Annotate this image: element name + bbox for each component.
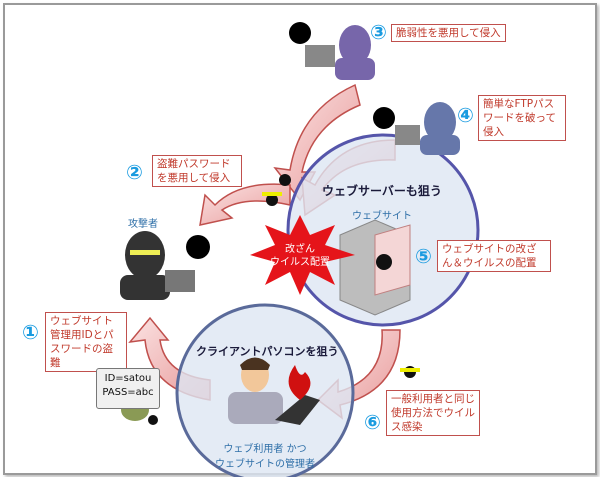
client-circle <box>175 303 355 477</box>
attacker-purple-icon <box>305 25 375 80</box>
step-6-callout: 一般利用者と同じ使用方法でウイルス感染 <box>386 390 480 436</box>
web-user-icon <box>228 357 320 425</box>
bomb-icon <box>186 235 210 259</box>
fire-icon <box>288 365 311 400</box>
user-label: ウェブ利用者 かつ ウェブサイトの管理者 <box>205 440 325 470</box>
step-2-number: ② <box>126 160 143 184</box>
arrow-step2 <box>199 183 291 226</box>
credential-id: ID=satou <box>104 373 152 384</box>
bomb-icon <box>289 22 311 44</box>
step-4-callout: 簡単なFTPパスワードを破って侵入 <box>478 95 566 141</box>
server-icon <box>339 219 411 316</box>
client-target-title: クライアントパソコンを狙う <box>196 345 339 358</box>
bomb-icon <box>373 107 395 129</box>
user-line-1: ウェブ利用者 かつ <box>223 444 307 455</box>
step-3-number: ③ <box>370 20 387 44</box>
credential-pass: PASS=abc <box>102 387 154 398</box>
ninja-icon <box>262 174 291 206</box>
step-4-number: ④ <box>457 103 474 127</box>
tamper-label: 改ざん ウイルス配置 <box>262 243 338 269</box>
tamper-line-1: 改ざん <box>285 244 315 255</box>
attacker-icon <box>120 231 195 300</box>
credentials-scroll: ID=satou PASS=abc <box>96 368 160 409</box>
attacker-blue-icon <box>395 102 460 155</box>
step-5-callout: ウェブサイトの改ざん＆ウイルスの配置 <box>437 240 551 272</box>
ninja-icon <box>400 366 420 378</box>
step-6-number: ⑥ <box>364 410 381 434</box>
user-line-2: ウェブサイトの管理者 <box>215 459 315 470</box>
server-target-title: ウェブサーバーも狙う <box>322 184 442 198</box>
step-3-callout: 脆弱性を悪用して侵入 <box>391 24 506 42</box>
step-1-number: ① <box>22 320 39 344</box>
step-2-callout: 盗難パスワードを悪用して侵入 <box>152 155 242 187</box>
tamper-line-2: ウイルス配置 <box>270 257 330 268</box>
step-1-callout: ウェブサイト管理用IDとパスワードの盗難 <box>45 312 127 372</box>
attacker-label: 攻撃者 <box>128 219 158 230</box>
tamper-starburst-icon <box>250 215 355 295</box>
website-label: ウェブサイト <box>352 211 412 222</box>
step-5-number: ⑤ <box>415 244 432 268</box>
